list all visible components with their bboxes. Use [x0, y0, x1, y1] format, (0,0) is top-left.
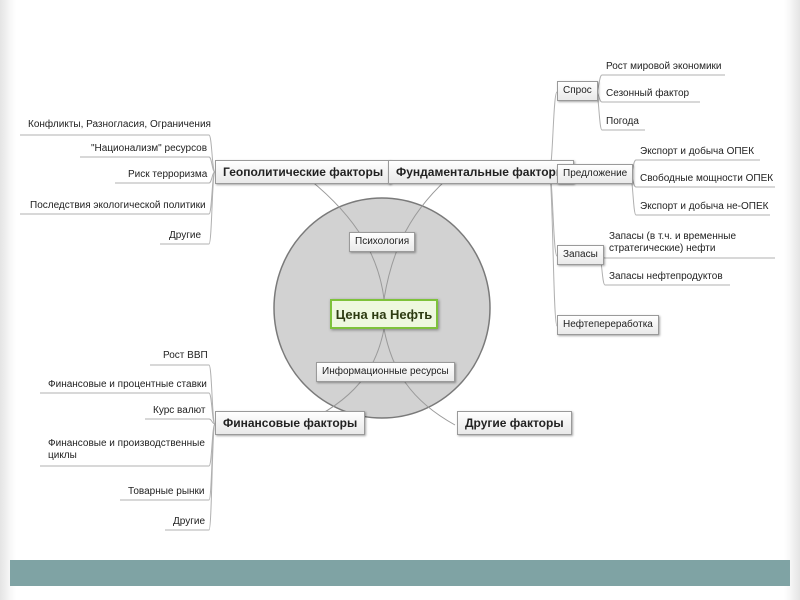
- geopolitical-factors-node: Геополитические факторы: [215, 160, 392, 184]
- fin-item-fx: Курс валют: [153, 405, 206, 416]
- fin-item-rates: Финансовые и процентные ставки: [48, 379, 207, 390]
- other-factors-node: Другие факторы: [457, 411, 572, 435]
- stocks-item-oil: Запасы (в т.ч. и временные стратегически…: [609, 231, 737, 254]
- geo-item-terrorism: Риск терроризма: [128, 169, 208, 180]
- geo-item-nationalism: "Национализм" ресурсов: [91, 143, 208, 154]
- bottom-band: [10, 560, 790, 586]
- fin-item-gdp: Рост ВВП: [163, 350, 208, 361]
- fundamental-factors-node: Фундаментальные факторы: [388, 160, 575, 184]
- oil-price-center-node: Цена на Нефть: [330, 299, 438, 329]
- demand-item-weather: Погода: [606, 116, 639, 127]
- demand-node: Спрос: [557, 81, 598, 101]
- demand-item-growth: Рост мировой экономики: [606, 61, 722, 72]
- supply-node: Предложение: [557, 164, 634, 184]
- fin-item-cycles: Финансовые и производственные циклы: [48, 438, 205, 461]
- stocks-item-products: Запасы нефтепродуктов: [609, 271, 723, 282]
- refining-node: Нефтепереработка: [557, 315, 659, 335]
- psychology-label: Психология: [349, 232, 416, 252]
- fin-item-commodities: Товарные рынки: [128, 486, 205, 497]
- supply-item-opec-capacity: Свободные мощности ОПЕК: [640, 173, 774, 184]
- geo-item-conflicts: Конфликты, Разногласия, Ограничения: [28, 119, 211, 130]
- supply-item-opec-export: Экспорт и добыча ОПЕК: [640, 146, 755, 157]
- info-resources-label: Информационные ресурсы: [316, 362, 455, 382]
- stocks-node: Запасы: [557, 245, 604, 265]
- supply-item-nonopec: Экспорт и добыча не-ОПЕК: [640, 201, 769, 212]
- demand-item-season: Сезонный фактор: [606, 88, 690, 99]
- financial-factors-node: Финансовые факторы: [215, 411, 366, 435]
- geo-item-other: Другие: [169, 230, 202, 241]
- geo-item-ecology: Последствия экологической политики: [30, 200, 206, 211]
- fin-item-other: Другие: [173, 516, 206, 527]
